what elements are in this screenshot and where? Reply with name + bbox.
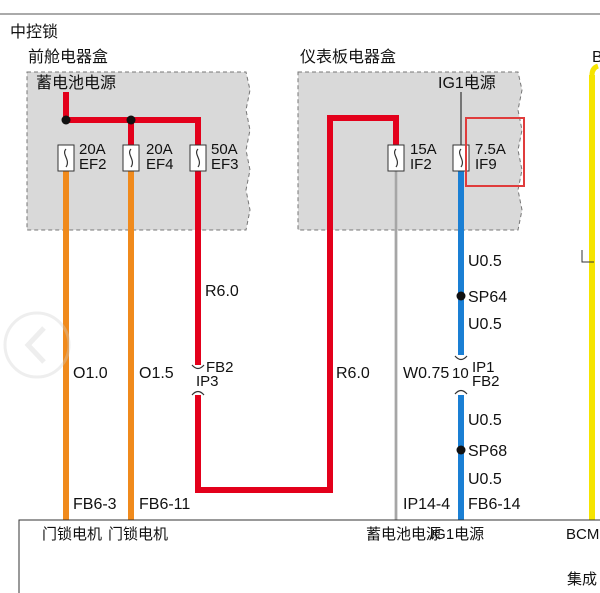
pin-ip14-4: IP14-4 [403,496,450,513]
bus-junction [126,115,136,125]
splice-sp64: SP64 [468,289,507,306]
fuse-if9-id: IF9 [475,156,497,173]
connector-label-ip1: IP1 [472,359,495,376]
right-header: BCM [592,49,600,66]
connector-label-ip3: IP3 [196,373,219,390]
fuse-if2-id: IF2 [410,156,432,173]
front-box-title: 前舱电器盒 [28,47,108,66]
red-r60-wire [195,115,399,493]
module-label-battery: 蓄电池电源 [366,525,441,543]
fuse-ef4-rating: 20A [146,141,173,158]
module-label-lock-motor-2: 门锁电机 [108,525,168,543]
wire-label-u05-c: U0.5 [468,412,502,429]
wire-label-u05-d: U0.5 [468,471,502,488]
inline-connector-fb2-ip3 [191,364,205,396]
bcm-bracket [581,250,594,263]
module-label-lock-motor-1: 门锁电机 [42,525,102,543]
back-arrow-icon [3,311,71,379]
inline-connector-ip1-fb2 [454,355,468,395]
pin-fb6-14: FB6-14 [468,496,521,513]
dash-box-source: IG1电源 [438,74,496,92]
front-box-source: 蓄电池电源 [36,73,116,92]
splice-sp64-dot [456,291,466,301]
wire-label-w075: W0.75 [403,365,449,382]
wire-label-r60-a: R6.0 [205,283,239,300]
fuse-ef2-id: EF2 [79,156,107,173]
pin-fb6-3: FB6-3 [73,496,117,513]
if9-highlight-box [465,117,525,187]
module-label-ig1: IG1电源 [430,526,484,543]
connector-label-fb2: FB2 [206,359,234,376]
connector-pin-10: 10 [452,365,469,382]
fuse-ef3 [189,144,207,172]
dash-fuse-box [297,71,523,231]
module-label-bcm: BCM [566,526,599,543]
wire-label-o15: O1.5 [139,365,174,382]
fuse-ef4-id: EF4 [146,156,174,173]
pin-fb6-11: FB6-11 [139,496,190,513]
fuse-if2-rating: 15A [410,141,437,158]
diagram-title: 中控锁 [10,22,58,41]
fuse-if2 [387,144,405,172]
bus-junction [61,115,71,125]
wire-label-u05-b: U0.5 [468,316,502,333]
fuse-ef4 [122,144,140,172]
module-name: 集成 [567,570,597,588]
fuse-ef2-rating: 20A [79,141,106,158]
fuse-ef3-rating: 50A [211,141,238,158]
wire-label-r60-b: R6.0 [336,365,370,382]
splice-sp68: SP68 [468,443,507,460]
fuse-if9-rating: 7.5A [475,141,506,158]
connector-label-fb2-b: FB2 [472,373,500,390]
wire-label-u05-a: U0.5 [468,253,502,270]
fuse-ef3-id: EF3 [211,156,239,173]
fuse-ef2 [57,144,75,172]
wire-label-o10: O1.0 [73,365,108,382]
yellow-wire-bend [589,63,599,76]
integrated-module-box [18,519,600,593]
splice-sp68-dot [456,445,466,455]
dash-box-title: 仪表板电器盒 [300,47,396,66]
